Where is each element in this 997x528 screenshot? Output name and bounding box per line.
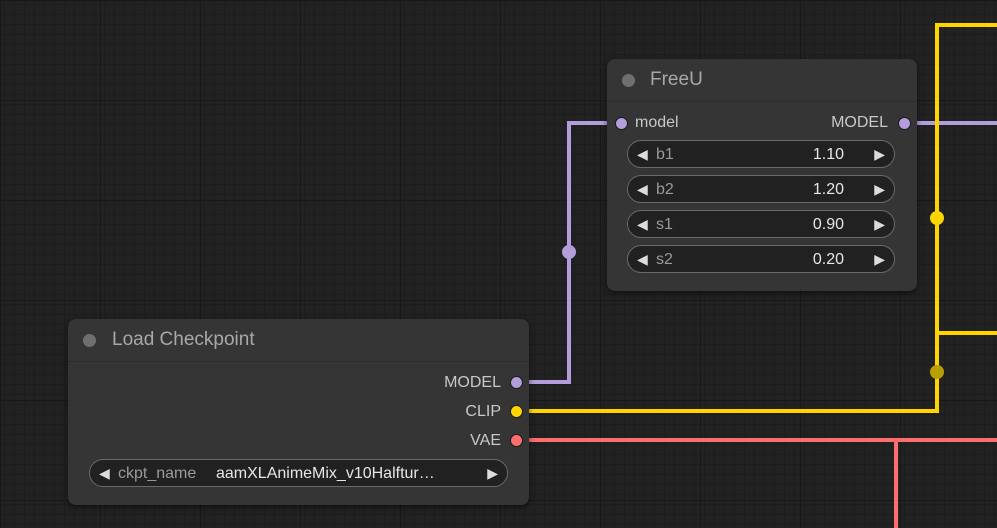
widget-s2-label: s2 [656,251,673,268]
load-checkpoint-node[interactable]: Load Checkpoint MODEL CLIP VAE ◀ ckpt_na… [68,319,529,505]
widget-b2[interactable]: ◀ b2 1.20 ▶ [627,175,895,203]
model-slot-icon[interactable] [510,376,523,389]
freeu-node-title: FreeU [650,69,703,90]
widget-b2-value[interactable]: 1.20 [812,181,844,198]
increment-arrow-icon[interactable]: ▶ [874,146,885,162]
decrement-arrow-icon[interactable]: ◀ [637,216,648,232]
decrement-arrow-icon[interactable]: ◀ [637,181,648,197]
ckpt-name-combo[interactable]: ◀ ckpt_name aamXLAnimeMix_v10Halftur… ▶ [89,459,508,487]
widget-b1-value[interactable]: 1.10 [812,146,844,163]
increment-arrow-icon[interactable]: ▶ [874,251,885,267]
previous-arrow-icon[interactable]: ◀ [99,465,110,481]
widget-s2-value[interactable]: 0.20 [812,251,844,268]
model-output-label: MODEL [444,374,501,391]
widget-s2[interactable]: ◀ s2 0.20 ▶ [627,245,895,273]
clip-link-midpoint[interactable] [930,211,944,225]
clip-slot-icon[interactable] [510,405,523,418]
increment-arrow-icon[interactable]: ▶ [874,216,885,232]
vae-output-label: VAE [470,432,501,449]
decrement-arrow-icon[interactable]: ◀ [637,146,648,162]
widget-b1[interactable]: ◀ b1 1.10 ▶ [627,140,895,168]
freeu-node-header[interactable]: FreeU [607,59,917,102]
load-checkpoint-node-title: Load Checkpoint [112,329,255,350]
collapse-dot-icon[interactable] [83,334,96,347]
ckpt-name-value[interactable]: aamXLAnimeMix_v10Halftur… [216,465,435,482]
widget-b2-label: b2 [656,181,674,198]
next-arrow-icon[interactable]: ▶ [487,465,498,481]
widget-s1-label: s1 [656,216,673,233]
model-input-label: model [635,114,679,131]
model-output-label: MODEL [831,114,888,131]
ckpt-name-label: ckpt_name [118,465,197,482]
collapse-dot-icon[interactable] [622,74,635,87]
decrement-arrow-icon[interactable]: ◀ [637,251,648,267]
clip-link-midpoint-2[interactable] [930,365,944,379]
widget-b1-label: b1 [656,146,674,163]
widget-s1[interactable]: ◀ s1 0.90 ▶ [627,210,895,238]
widget-s1-value[interactable]: 0.90 [812,216,844,233]
model-link-midpoint[interactable] [562,245,576,259]
model-output-slot-icon[interactable] [898,117,911,130]
model-input-slot-icon[interactable] [615,117,628,130]
load-checkpoint-node-header[interactable]: Load Checkpoint [68,319,529,362]
clip-output-label: CLIP [465,403,501,420]
increment-arrow-icon[interactable]: ▶ [874,181,885,197]
freeu-node[interactable]: FreeU model MODEL ◀ b1 1.10 ▶ ◀ b2 1.20 … [607,59,917,291]
vae-slot-icon[interactable] [510,434,523,447]
